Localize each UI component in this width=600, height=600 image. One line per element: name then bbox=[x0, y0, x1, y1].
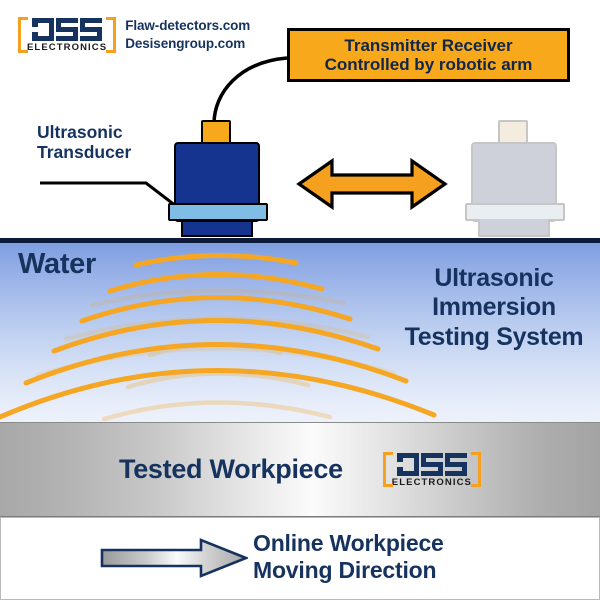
workpiece-dss-logo: ELECTRONICS bbox=[382, 451, 481, 488]
callout-line-2: Controlled by robotic arm bbox=[324, 55, 533, 74]
ultrasonic-wave-arcs bbox=[0, 252, 437, 422]
water-label: Water bbox=[18, 248, 96, 280]
workpiece-label: Tested Workpiece bbox=[119, 454, 343, 484]
moving-direction-line-1: Online Workpiece bbox=[253, 530, 444, 556]
ultrasonic-transducer-label: Ultrasonic Transducer bbox=[37, 122, 131, 162]
transducer-flange bbox=[168, 203, 268, 221]
url-desisengroup[interactable]: Desisengroup.com bbox=[125, 35, 246, 51]
ultrasonic-transducer[interactable] bbox=[168, 120, 268, 238]
workpiece-logo-bracket-right bbox=[470, 451, 481, 488]
moving-direction-label: Online Workpiece Moving Direction bbox=[253, 530, 444, 584]
system-title-line-3: Testing System bbox=[404, 322, 584, 351]
workpiece-logo-subtext: ELECTRONICS bbox=[391, 476, 472, 488]
transducer-label-line-2: Transducer bbox=[37, 142, 132, 163]
moving-direction-line-2: Moving Direction bbox=[253, 557, 437, 584]
brand-header: ELECTRONICS Flaw-detectors.com Desisengr… bbox=[18, 17, 250, 53]
workpiece-logo-wordmark bbox=[396, 452, 467, 476]
workpiece-logo-bracket-left bbox=[382, 451, 393, 488]
workpiece-travel-arrow bbox=[100, 538, 248, 578]
logo-letter-d bbox=[32, 18, 55, 41]
logo-bracket-left bbox=[18, 17, 28, 53]
moving-direction-band bbox=[0, 517, 600, 600]
dss-logo-wordmark bbox=[32, 17, 103, 41]
workpiece-logo-letter-s2 bbox=[444, 452, 467, 476]
system-title-line-2: Immersion bbox=[432, 293, 556, 322]
system-title: Ultrasonic Immersion Testing System bbox=[388, 264, 600, 352]
transducer-foot bbox=[181, 219, 253, 237]
transducer-ghost-position bbox=[465, 120, 565, 238]
logo-letter-s2 bbox=[80, 18, 103, 41]
dss-logo: ELECTRONICS bbox=[18, 17, 117, 53]
workpiece-logo-letter-s1 bbox=[420, 452, 443, 476]
transducer-label-line-1: Ultrasonic bbox=[37, 122, 123, 142]
tested-workpiece: Tested Workpiece ELECTRONICS bbox=[0, 422, 600, 517]
system-title-line-1: Ultrasonic bbox=[434, 264, 554, 292]
horizontal-scan-arrow bbox=[296, 157, 448, 211]
logo-bracket-right bbox=[106, 17, 117, 53]
callout-line-1: Transmitter Receiver bbox=[344, 35, 513, 55]
logo-letter-s1 bbox=[56, 18, 79, 41]
brand-urls: Flaw-detectors.com Desisengroup.com bbox=[125, 17, 250, 52]
transducer-connector bbox=[201, 120, 231, 146]
workpiece-logo-letter-d bbox=[396, 452, 419, 476]
ghost-foot bbox=[478, 219, 550, 237]
water-tank bbox=[0, 238, 600, 422]
logo-subtext: ELECTRONICS bbox=[27, 42, 108, 53]
url-flaw-detectors[interactable]: Flaw-detectors.com bbox=[125, 18, 251, 34]
transmitter-receiver-callout: Transmitter Receiver Controlled by robot… bbox=[287, 28, 570, 82]
